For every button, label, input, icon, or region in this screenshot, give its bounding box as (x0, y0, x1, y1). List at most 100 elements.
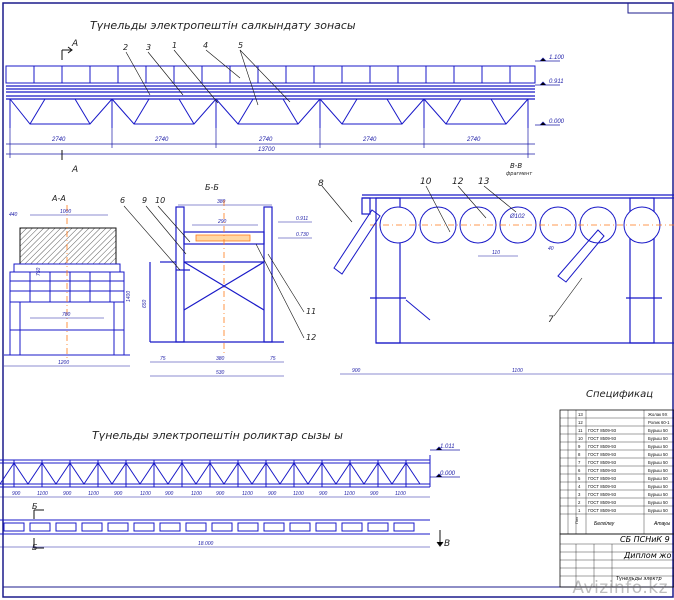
spec-row-3-no: 11 (578, 428, 583, 433)
spec-footer-left: Белгiлеу (594, 521, 615, 527)
roller-level-1: 1.011 (440, 444, 455, 450)
spec-row-5-std: ГОСТ 8509-93 (588, 444, 617, 449)
vv-callout-10: 10 (420, 177, 432, 187)
view-vv-subtitle: фрагмент (506, 171, 533, 177)
top-span-2: 2740 (154, 137, 169, 143)
spec-row-13-std: ГОСТ 8509-93 (588, 508, 617, 513)
roller-mark-v: В (444, 539, 450, 549)
bb-bottom-right: 75 (270, 356, 276, 362)
top-callout-4: 4 (203, 41, 208, 50)
aa-bottom-dim: 1200 (58, 360, 69, 366)
roller-mark-b1: Б (32, 502, 38, 511)
vv-bottom-left: 900 (352, 368, 361, 374)
spec-row-6-no: 8 (578, 452, 581, 457)
spec-row-4-no: 10 (578, 436, 583, 441)
bb-callout-10: 10 (155, 196, 165, 205)
spec-row-12-std: ГОСТ 8509-93 (588, 500, 617, 505)
spec-row-13-no: 1 (578, 508, 581, 513)
roller-span-12: 1100 (293, 491, 304, 497)
vv-callout-7: 7 (548, 315, 554, 325)
view-vv: В-В фрагмент (318, 162, 674, 375)
bb-callout-11: 11 (306, 307, 316, 316)
vv-diameter: Ø102 (509, 214, 525, 220)
bb-left-height: 1400 (126, 291, 132, 302)
top-level-1: 1.100 (549, 55, 565, 61)
view-vv-title: В-В (510, 162, 522, 170)
spec-row-8-no: 6 (578, 468, 581, 473)
spec-row-11-std: ГОСТ 8509-93 (588, 492, 617, 497)
spec-row-1-no: 13 (578, 412, 583, 417)
top-callout-2: 2 (123, 43, 128, 52)
view-bb-title: Б-Б (205, 183, 219, 192)
roller-span-16: 1100 (395, 491, 406, 497)
bb-bottom-left: 75 (160, 356, 166, 362)
roller-span-4: 1100 (88, 491, 99, 497)
spec-row-8-name: Бурыш 50 (648, 468, 668, 473)
view-aa-title: А-А (51, 194, 66, 203)
spec-row-3-std: ГОСТ 8509-93 (588, 428, 617, 433)
spec-row-7-std: ГОСТ 8509-93 (588, 460, 617, 465)
top-callout-5: 5 (238, 41, 243, 50)
bb-callout-9: 9 (142, 196, 147, 205)
roller-view: 1.011 0.000 900 1100 900 1100 900 1100 9… (0, 444, 460, 552)
top-span-1: 2740 (51, 137, 66, 143)
roller-span-5: 900 (114, 491, 123, 497)
bb-callout-12: 12 (306, 333, 316, 342)
top-span-5: 2740 (466, 137, 481, 143)
top-level-3: 0.000 (549, 119, 565, 125)
title-block-name: Диплом жо (623, 551, 671, 560)
top-span-3: 2740 (258, 137, 273, 143)
spec-row-4-name: Бурыш 50 (648, 436, 668, 441)
frame-corner-box (627, 2, 674, 14)
roller-span-2: 1100 (37, 491, 48, 497)
roller-total: 18.000 (198, 541, 214, 547)
roller-span-10: 1100 (242, 491, 253, 497)
spec-row-7-no: 7 (578, 460, 581, 465)
roller-span-13: 900 (319, 491, 328, 497)
spec-row-11-name: Бурыш 50 (648, 492, 668, 497)
spec-row-6-name: Бурыш 50 (648, 452, 668, 457)
vv-pitch: 110 (492, 250, 500, 256)
spec-row-10-no: 4 (578, 484, 581, 489)
watermark: Avizinfo.kz (572, 578, 668, 598)
title-block-sub: Түнельды электр (616, 576, 662, 582)
vv-gap: 40 (548, 246, 554, 252)
vv-callout-13: 13 (478, 177, 490, 187)
vv-callout-12: 12 (452, 177, 464, 187)
spec-row-4-std: ГОСТ 8509-93 (588, 436, 617, 441)
spec-row-12-name: Бурыш 50 (648, 500, 668, 505)
spec-row-10-std: ГОСТ 8509-93 (588, 484, 617, 489)
roller-span-9: 900 (216, 491, 225, 497)
vv-callout-8: 8 (318, 179, 324, 189)
spec-row-11-no: 3 (578, 492, 581, 497)
spec-row-9-std: ГОСТ 8509-93 (588, 476, 617, 481)
title-roller-line: Түнельды электропештiн роликтар сызы ы (92, 429, 343, 442)
spec-row-9-name: Бурыш 50 (648, 476, 668, 481)
roller-span-7: 900 (165, 491, 174, 497)
title-block: СБ ПСНиК 9 Диплом жо Түнельды электр (559, 533, 674, 588)
top-callout-3: 3 (146, 43, 151, 52)
spec-row-7-name: Бурыш 50 (648, 460, 668, 465)
aa-left-dim: 440 (9, 212, 18, 218)
bb-level-2: 0.730 (296, 232, 309, 238)
spec-row-5-name: Бурыш 50 (648, 444, 668, 449)
roller-span-3: 900 (63, 491, 72, 497)
aa-inner-dim: 780 (62, 312, 71, 318)
spec-row-5-no: 9 (578, 444, 581, 449)
roller-span-14: 1100 (344, 491, 355, 497)
aa-mid-dim: 750 (36, 267, 42, 276)
bb-mid-height: 650 (142, 299, 148, 308)
bb-total: 530 (216, 370, 225, 376)
spec-row-10-name: Бурыш 50 (648, 484, 668, 489)
bb-roller (195, 234, 251, 242)
spec-row-2-name: Ролик 60-1 (648, 420, 670, 425)
title-block-code: СБ ПСНиК 9 (620, 535, 670, 544)
section-mark-a-bottom: А (71, 165, 78, 175)
top-callout-1: 1 (172, 41, 177, 50)
view-aa: А-А 1000 780 750 440 1200 (4, 194, 130, 367)
bb-level-1: 0.911 (296, 216, 308, 222)
aa-load-block (19, 227, 117, 265)
bb-inner-dim: 290 (217, 219, 227, 225)
roller-mark-b2: Б (32, 543, 38, 552)
top-elevation: 2740 2740 2740 2740 2740 13700 1.100 0.9… (5, 39, 565, 175)
